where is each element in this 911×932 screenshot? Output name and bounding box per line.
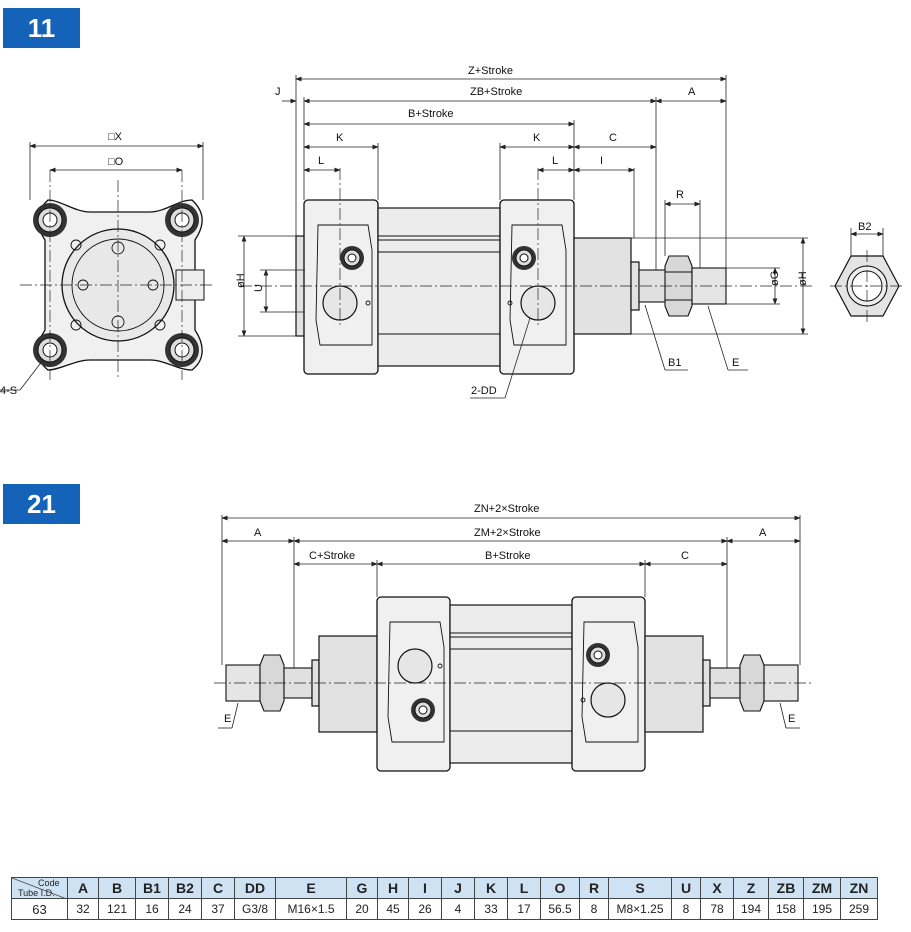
label-a-left-21: A (254, 527, 262, 539)
col-header: L (507, 877, 541, 899)
tube-id-label: Tube I.D. (18, 888, 55, 898)
label-c: C (609, 132, 617, 144)
table-cell: 56.5 (540, 898, 580, 920)
label-l-right: L (552, 155, 558, 167)
label-e-left-21: E (224, 713, 231, 725)
label-square-o: □O (108, 156, 124, 168)
label-4-s: 4-S (0, 385, 17, 397)
col-header: U (671, 877, 701, 899)
table-cell: 158 (768, 898, 804, 920)
col-header: A (67, 877, 99, 899)
code-label: Code (38, 878, 60, 888)
col-header: DD (234, 877, 276, 899)
table-cell: 45 (377, 898, 409, 920)
label-r: R (676, 189, 684, 201)
section-badge-21: 21 (3, 484, 80, 524)
table-cell: 37 (201, 898, 235, 920)
label-i: I (600, 155, 603, 167)
table-cell: 195 (803, 898, 841, 920)
col-header: ZM (803, 877, 841, 899)
tube-id-cell: 63 (11, 898, 68, 920)
label-e-right-21: E (788, 713, 795, 725)
col-header: B2 (168, 877, 202, 899)
col-header: E (275, 877, 347, 899)
label-u: U (253, 284, 265, 292)
nut-view-11 (830, 228, 905, 322)
dimension-table: Code Tube I.D. A B B1 B2 C DD E G H I J … (11, 877, 878, 920)
table-cell: M8×1.25 (608, 898, 672, 920)
side-view-11 (238, 75, 812, 399)
label-j: J (275, 86, 281, 98)
label-b2: B2 (858, 221, 871, 233)
label-b-stroke-21: B+Stroke (485, 550, 531, 562)
table-cell: G3/8 (234, 898, 276, 920)
table-cell: 16 (135, 898, 169, 920)
col-header: B (98, 877, 136, 899)
col-header: H (377, 877, 409, 899)
table-cell: 33 (474, 898, 508, 920)
table-cell: 17 (507, 898, 541, 920)
table-cell: 20 (346, 898, 378, 920)
label-l-left: L (318, 155, 324, 167)
label-zn: ZN+2×Stroke (474, 503, 539, 515)
table-cell: 194 (733, 898, 769, 920)
label-k-left: K (336, 132, 344, 144)
label-zm: ZM+2×Stroke (474, 527, 541, 539)
table-cell: 8 (579, 898, 609, 920)
table-cell: 4 (441, 898, 475, 920)
label-a: A (688, 86, 696, 98)
label-e: E (732, 357, 739, 369)
label-z-stroke: Z+Stroke (468, 65, 513, 77)
side-view-21 (214, 515, 812, 772)
table-cell: 259 (840, 898, 878, 920)
col-header: J (441, 877, 475, 899)
label-b1: B1 (668, 357, 681, 369)
col-header: ZB (768, 877, 804, 899)
label-phi-g: øG (769, 271, 781, 286)
label-zb-stroke: ZB+Stroke (470, 86, 522, 98)
label-c-stroke-21: C+Stroke (309, 550, 355, 562)
label-c-21: C (681, 550, 689, 562)
table-cell: 78 (700, 898, 734, 920)
table-cell: 8 (671, 898, 701, 920)
table-row: 63 32 121 16 24 37 G3/8 M16×1.5 20 45 26… (11, 898, 878, 920)
col-header: O (540, 877, 580, 899)
col-header: ZN (840, 877, 878, 899)
label-2-dd: 2-DD (471, 385, 497, 397)
label-b-stroke: B+Stroke (408, 108, 454, 120)
drawing-canvas: □X □O 4-S (0, 65, 905, 772)
col-header: S (608, 877, 672, 899)
col-header: G (346, 877, 378, 899)
table-header-row: Code Tube I.D. A B B1 B2 C DD E G H I J … (11, 877, 878, 899)
table-cell: 121 (98, 898, 136, 920)
label-a-right-21: A (759, 527, 767, 539)
col-header: C (201, 877, 235, 899)
label-k-right: K (533, 132, 541, 144)
table-cell: 26 (408, 898, 442, 920)
col-header: X (700, 877, 734, 899)
col-header: B1 (135, 877, 169, 899)
section-badge-11: 11 (3, 8, 80, 48)
label-square-x: □X (108, 131, 123, 143)
table-cell: M16×1.5 (275, 898, 347, 920)
table-cell: 24 (168, 898, 202, 920)
table-cell: 32 (67, 898, 99, 920)
col-header: K (474, 877, 508, 899)
label-phi-h-left: øH (235, 273, 247, 288)
col-header: I (408, 877, 442, 899)
label-phi-h-right: øH (797, 271, 809, 286)
end-view-11 (0, 142, 215, 391)
col-header: R (579, 877, 609, 899)
code-header-cell: Code Tube I.D. (11, 877, 68, 899)
col-header: Z (733, 877, 769, 899)
